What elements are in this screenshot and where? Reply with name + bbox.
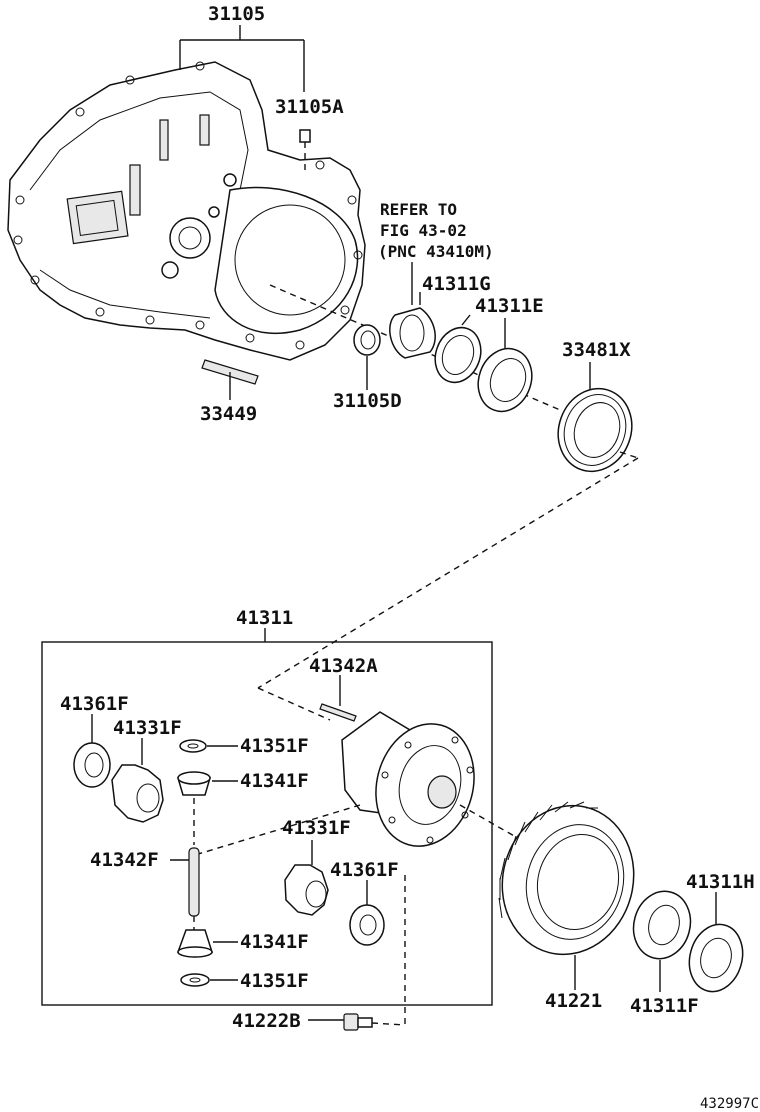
- bolt-41222b: 41222B: [232, 1010, 406, 1032]
- pin-41342a: 41342A: [309, 655, 378, 722]
- catalog-number: 432997C: [700, 1096, 759, 1112]
- pin-axis-dash: [194, 804, 361, 856]
- label-41342F: 41342F: [90, 849, 159, 871]
- thrust-washer-41361f-mid: 41361F: [330, 859, 399, 946]
- label-41311H: 41311H: [686, 871, 755, 893]
- pinion-41341f-bottom: 41341F: [176, 929, 309, 958]
- washer-41351f-bottom: 41351F: [180, 970, 309, 992]
- shim-41311e: 41311E: [434, 295, 544, 384]
- label-41331F-mid: 41331F: [282, 817, 351, 839]
- connector-dash-long: [257, 457, 639, 689]
- label-41311F: 41311F: [630, 995, 699, 1017]
- refer-note: REFER TO FIG 43-02 (PNC 43410M): [378, 200, 494, 305]
- thrust-washer-41361f-top: 41361F: [60, 693, 129, 788]
- label-41361F-top: 41361F: [60, 693, 129, 715]
- label-41311E: 41311E: [475, 295, 544, 317]
- shim-41311h: 41311H: [686, 871, 755, 993]
- plug-31105a: 31105A: [275, 96, 344, 175]
- oil-seal-31105d: 31105D: [333, 324, 402, 412]
- ring-gear-41221: 41221: [498, 801, 635, 1012]
- callout-31105: 31105: [179, 3, 305, 92]
- bearing-41311f: 41311F: [630, 890, 699, 1017]
- differential-case: [341, 711, 475, 847]
- label-41311: 41311: [236, 607, 293, 629]
- pinion-shaft-41342f: 41342F: [90, 847, 200, 917]
- transaxle-case-drawing: [7, 61, 366, 361]
- label-31105: 31105: [208, 3, 265, 25]
- label-41341F-bottom: 41341F: [240, 931, 309, 953]
- label-41221: 41221: [545, 990, 602, 1012]
- connector-dash-short: [619, 451, 639, 459]
- refer-line-3: (PNC 43410M): [378, 242, 494, 261]
- refer-line-2: FIG 43-02: [380, 221, 467, 240]
- bearing-41311e-outer: [477, 318, 533, 413]
- label-41351F-bottom: 41351F: [240, 970, 309, 992]
- label-33449: 33449: [200, 403, 257, 425]
- label-41342A: 41342A: [309, 655, 378, 677]
- part-33449: 33449: [200, 359, 259, 425]
- oil-seal-33481x: 33481X: [557, 339, 633, 473]
- label-41361F-mid: 41361F: [330, 859, 399, 881]
- label-41331F-top: 41331F: [113, 717, 182, 739]
- label-41351F-top: 41351F: [240, 735, 309, 757]
- bearing-41311g: 41311G: [389, 273, 491, 359]
- side-gear-41331f-top: 41331F: [111, 717, 182, 823]
- refer-line-1: REFER TO: [380, 200, 457, 219]
- label-41341F-top: 41341F: [240, 770, 309, 792]
- label-41311G: 41311G: [422, 273, 491, 295]
- pinion-41341f-top: 41341F: [176, 770, 309, 796]
- label-41222B: 41222B: [232, 1010, 301, 1032]
- washer-41351f-top: 41351F: [179, 735, 309, 757]
- label-31105D: 31105D: [333, 390, 402, 412]
- label-31105A: 31105A: [275, 96, 344, 118]
- label-33481X: 33481X: [562, 339, 631, 361]
- side-gear-41331f-mid: 41331F: [282, 817, 351, 916]
